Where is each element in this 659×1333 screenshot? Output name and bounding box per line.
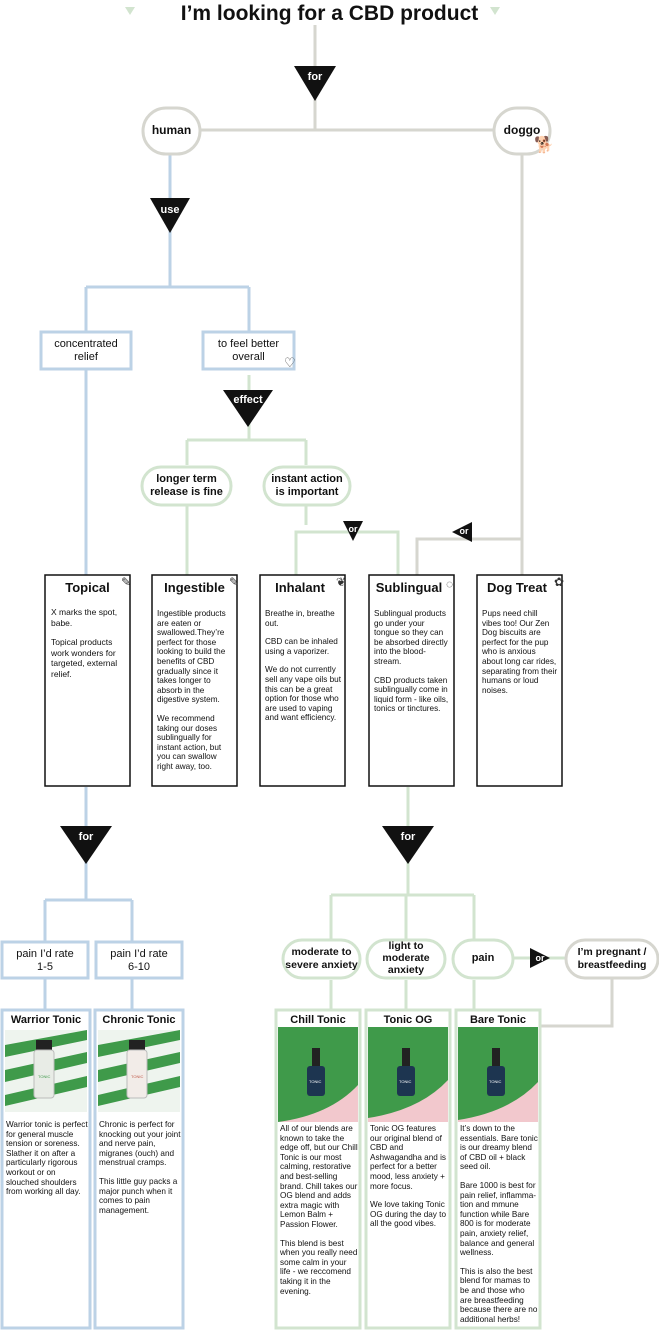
photo-bare	[458, 1027, 538, 1122]
card-dog-treat	[476, 574, 563, 787]
photo-chill	[278, 1027, 358, 1122]
node-human-label: human	[151, 123, 192, 137]
feather-icon: ❦	[336, 575, 347, 589]
product-chronic-title: Chronic Tonic	[102, 1014, 176, 1026]
bottle-label: TONIC	[131, 1074, 144, 1079]
bottle-label: TONIC	[399, 1079, 412, 1084]
node-pain-high	[94, 940, 184, 980]
triangle-right-icon	[530, 948, 550, 968]
node-pain-low	[0, 940, 90, 980]
leaf-icon	[490, 7, 500, 15]
card-inhalant-body: Breathe in, breathe out.CBD can be inhal…	[265, 609, 342, 723]
node-concentrated	[39, 330, 133, 371]
node-longer	[140, 465, 233, 507]
product-bare-body: It’s down to the essentials. Bare tonic …	[460, 1124, 538, 1324]
label-for-left: for	[78, 831, 94, 843]
card-dog-treat-title: Dog Treat	[487, 580, 547, 595]
card-topical	[44, 574, 131, 787]
triangle-left-icon	[452, 522, 472, 542]
card-sublingual	[368, 574, 455, 787]
triangle-down-icon	[60, 826, 112, 864]
node-doggo-label: doggo	[503, 123, 541, 137]
product-chronic-body: Chronic is perfect for knocking out your…	[99, 1120, 181, 1215]
node-instant	[262, 465, 352, 507]
label-or-left: or	[348, 524, 358, 534]
label-or-right: or	[459, 526, 469, 536]
bottle-label: TONIC	[489, 1079, 502, 1084]
dog-icon: 🐕	[534, 137, 554, 154]
card-ingestible	[151, 574, 238, 787]
card-ingestible-body: Ingestible products are eaten or swallow…	[157, 609, 226, 771]
node-pain-label: pain	[471, 952, 495, 964]
photo-og	[368, 1027, 448, 1122]
label-use: use	[160, 204, 180, 216]
node-human	[141, 106, 202, 156]
label-for-right: for	[400, 831, 416, 843]
product-warrior-title: Warrior Tonic	[10, 1014, 82, 1026]
pen-icon: ✎	[121, 575, 132, 589]
product-og-title: Tonic OG	[383, 1014, 433, 1026]
drop-icon: ◌	[446, 577, 454, 591]
card-inhalant-title: Inhalant	[275, 580, 325, 595]
node-moderate	[281, 938, 362, 980]
product-og-body: Tonic OG features our original blend of …	[370, 1124, 447, 1229]
node-doggo	[492, 106, 552, 156]
card-sublingual-title: Sublingual	[375, 580, 443, 595]
card-dog-treat-body: Pups need chill vibes too! Our Zen Dog b…	[482, 609, 558, 695]
photo-chronic	[98, 1030, 180, 1112]
node-pain	[451, 938, 515, 980]
leaf-icon	[125, 7, 135, 15]
page-title: I’m looking for a CBD product	[180, 2, 479, 25]
product-bare-title: Bare Tonic	[469, 1014, 527, 1026]
triangle-down-icon	[223, 390, 273, 427]
heart-icon: ♡	[284, 355, 296, 370]
bottle-label: TONIC	[309, 1079, 322, 1084]
card-topical-title: Topical	[65, 580, 110, 595]
node-light	[365, 938, 447, 980]
triangle-down-icon	[150, 198, 190, 233]
card-inhalant	[259, 574, 346, 787]
product-chill-body: All of our blends are known to take the …	[280, 1124, 358, 1296]
bottle-label: TONIC	[38, 1074, 51, 1079]
triangle-down-icon	[382, 826, 434, 864]
product-chill-title: Chill Tonic	[290, 1014, 346, 1026]
node-pregnant-label: I’m pregnant /breastfeeding	[577, 946, 647, 971]
card-sublingual-body: Sublingual products go under your tongue…	[374, 609, 449, 714]
paw-icon: ✿	[554, 575, 565, 589]
label-for-top: for	[307, 71, 323, 83]
product-warrior-body: Warrior tonic is perfect for general mus…	[6, 1120, 88, 1197]
photo-warrior	[5, 1030, 87, 1112]
card-ingestible-title: Ingestible	[164, 580, 225, 595]
node-pregnant	[564, 938, 659, 980]
triangle-down-icon	[343, 521, 363, 541]
card-topical-body: X marks the spot, babe.Topical products …	[51, 607, 118, 679]
node-feel-better	[201, 330, 296, 371]
pen-icon: ✎	[229, 575, 240, 589]
label-effect: effect	[233, 394, 263, 406]
label-or-products: or	[535, 953, 545, 963]
triangle-down-icon	[294, 66, 336, 101]
